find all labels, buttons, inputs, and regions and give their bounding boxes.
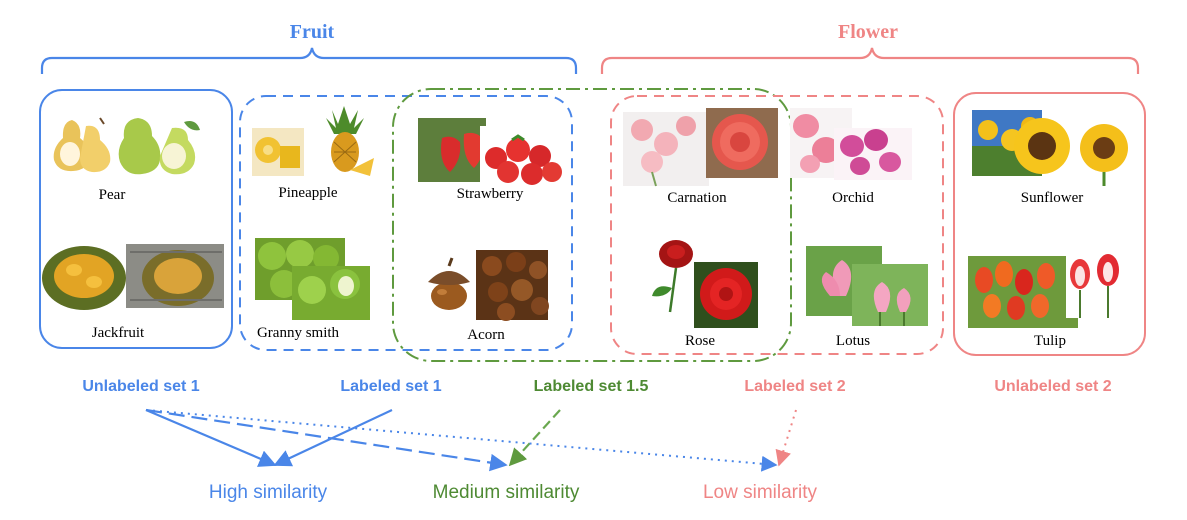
orchid-image	[790, 108, 912, 180]
strawberry-image	[418, 118, 564, 186]
sunflower-label: Sunflower	[1021, 190, 1084, 206]
high-similarity-label: High similarity	[209, 482, 328, 503]
pear-label: Pear	[99, 187, 126, 203]
arrow-labeled1-5-to-medium	[508, 409, 561, 467]
labeled-set-1-box	[239, 95, 573, 351]
acorn-label: Acorn	[467, 327, 505, 343]
unlabeled-set-2-label: Unlabeled set 2	[994, 378, 1111, 395]
arrow-unlabeled1-to-medium	[145, 408, 508, 472]
fruit-group-title: Fruit	[290, 21, 335, 43]
granny-smith-label: Granny smith	[257, 325, 340, 341]
tulip-label: Tulip	[1034, 333, 1066, 349]
labeled-set-2-label: Labeled set 2	[744, 378, 845, 395]
lotus-image	[806, 246, 928, 326]
tulip-image	[968, 252, 1126, 328]
carnation-image	[623, 108, 778, 187]
fruit-brace	[40, 47, 578, 74]
rose-image	[652, 240, 758, 328]
labeled-set-1-label: Labeled set 1	[340, 378, 441, 395]
flower-group-title: Flower	[838, 21, 898, 43]
medium-similarity-label: Medium similarity	[433, 482, 580, 503]
pineapple-image	[252, 106, 374, 176]
pineapple-label: Pineapple	[278, 185, 337, 201]
flower-brace	[600, 47, 1140, 74]
lotus-label: Lotus	[836, 333, 870, 349]
low-similarity-label: Low similarity	[703, 482, 818, 503]
orchid-label: Orchid	[832, 190, 874, 206]
unlabeled-set-1-box	[39, 89, 233, 349]
arrow-labeled1-to-high	[273, 409, 393, 467]
unlabeled-set-2-box	[953, 92, 1146, 356]
arrow-unlabeled1-to-low	[145, 409, 778, 472]
pear-image	[53, 117, 200, 175]
rose-label: Rose	[685, 333, 715, 349]
strawberry-label: Strawberry	[457, 186, 524, 202]
sunflower-image	[972, 110, 1136, 186]
granny-smith-image	[255, 238, 370, 320]
acorn-image	[428, 250, 549, 321]
arrow-unlabeled1-to-high	[145, 408, 277, 467]
labeled-set-1-5-label: Labeled set 1.5	[534, 378, 649, 395]
labeled-set-1-5-box	[392, 88, 792, 362]
unlabeled-set-1-label: Unlabeled set 1	[82, 378, 199, 395]
labeled-set-2-box	[610, 95, 944, 355]
jackfruit-image	[42, 244, 224, 312]
carnation-label: Carnation	[667, 190, 727, 206]
jackfruit-label: Jackfruit	[92, 325, 145, 341]
arrow-labeled2-to-low	[775, 409, 797, 467]
